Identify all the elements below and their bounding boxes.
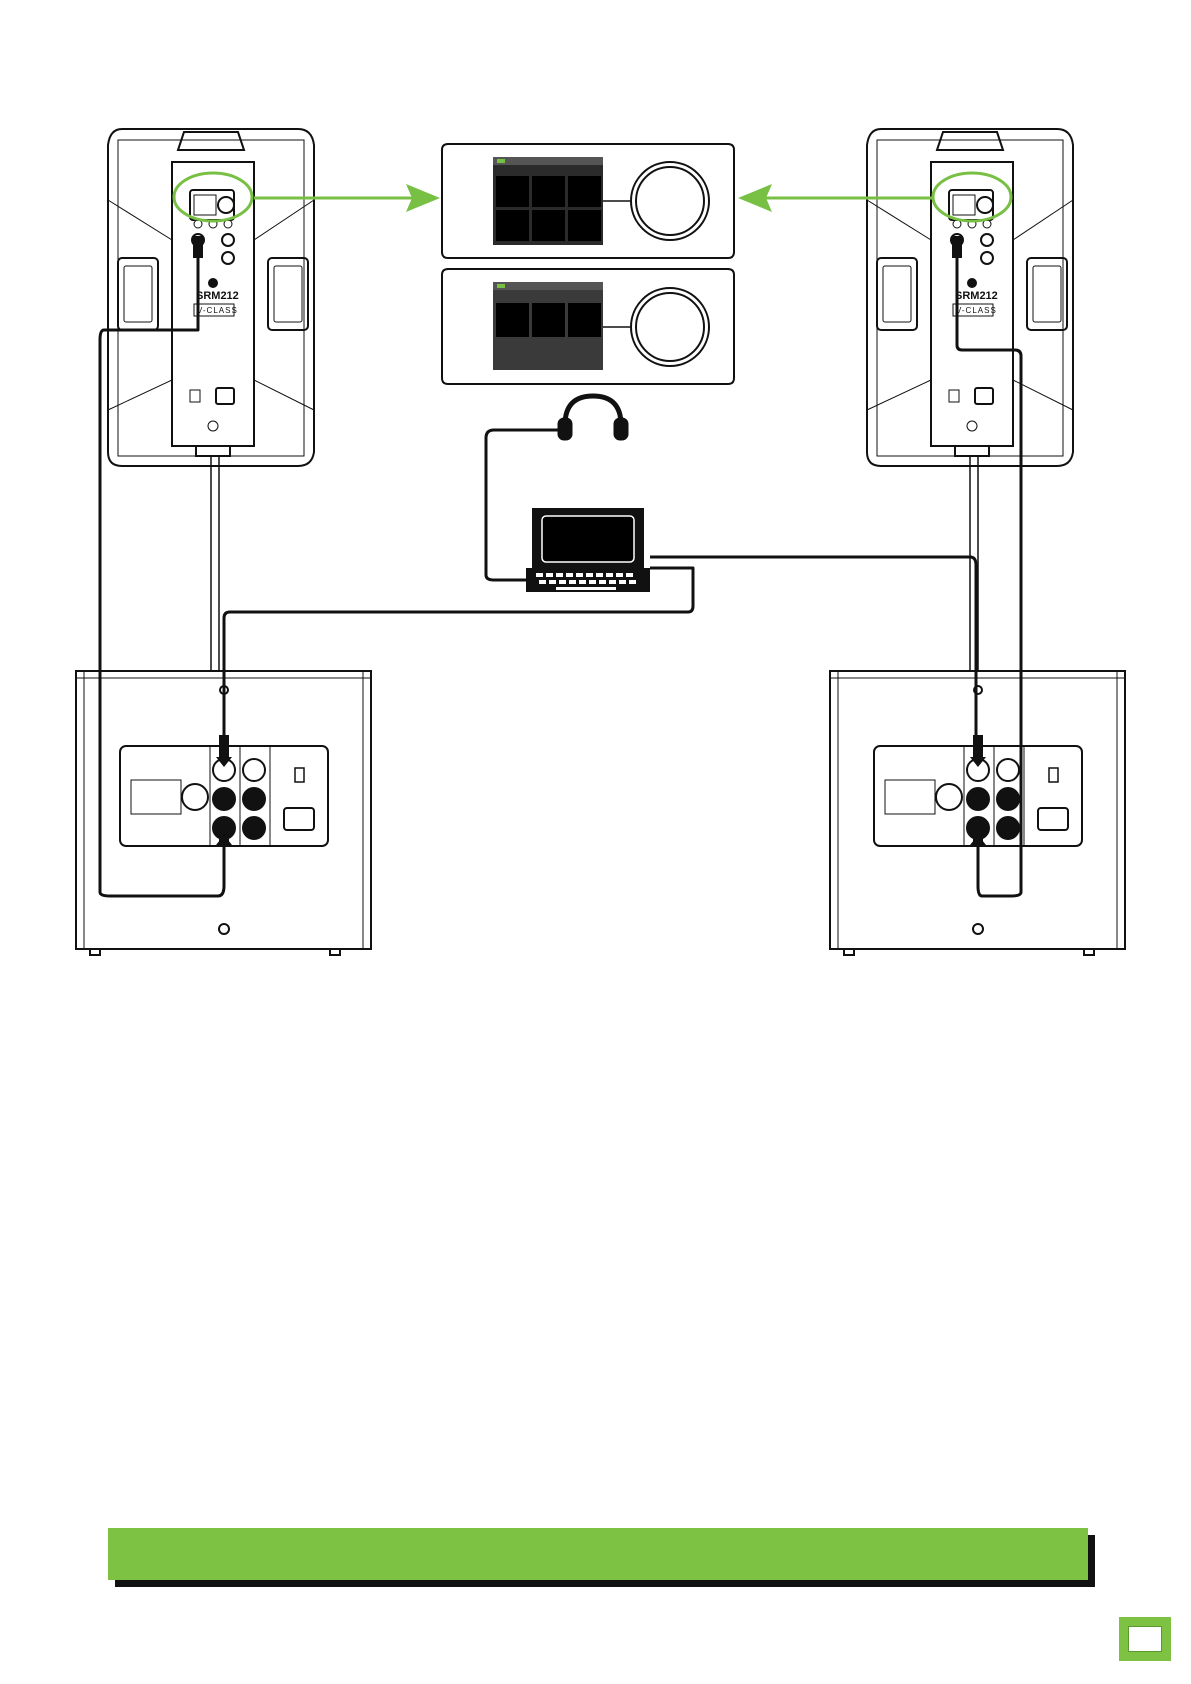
right-control-panel-highlight <box>933 173 1011 221</box>
headphones-icon <box>558 396 628 440</box>
system-connection-diagram: SRM212 V-CLASS SRM212 V-CLASS <box>0 0 1191 1000</box>
arrow-right-icon <box>254 184 440 212</box>
page-number-tab <box>1119 1617 1171 1661</box>
right-speaker-model-label: SRM212 <box>955 290 998 302</box>
power-inlet-icon <box>284 808 314 830</box>
app-screen-icon <box>442 269 734 384</box>
right-speaker-series-label: V-CLASS <box>956 306 997 315</box>
app-screen-icon <box>442 144 734 258</box>
caption-bar <box>108 1528 1088 1580</box>
arrow-left-icon <box>738 184 933 212</box>
laptop-icon <box>526 508 650 592</box>
left-control-panel-highlight <box>174 173 252 221</box>
page-number-box <box>1128 1626 1162 1652</box>
left-speaker-model-label: SRM212 <box>196 290 239 302</box>
left-speaker-series-label: V-CLASS <box>197 306 238 315</box>
